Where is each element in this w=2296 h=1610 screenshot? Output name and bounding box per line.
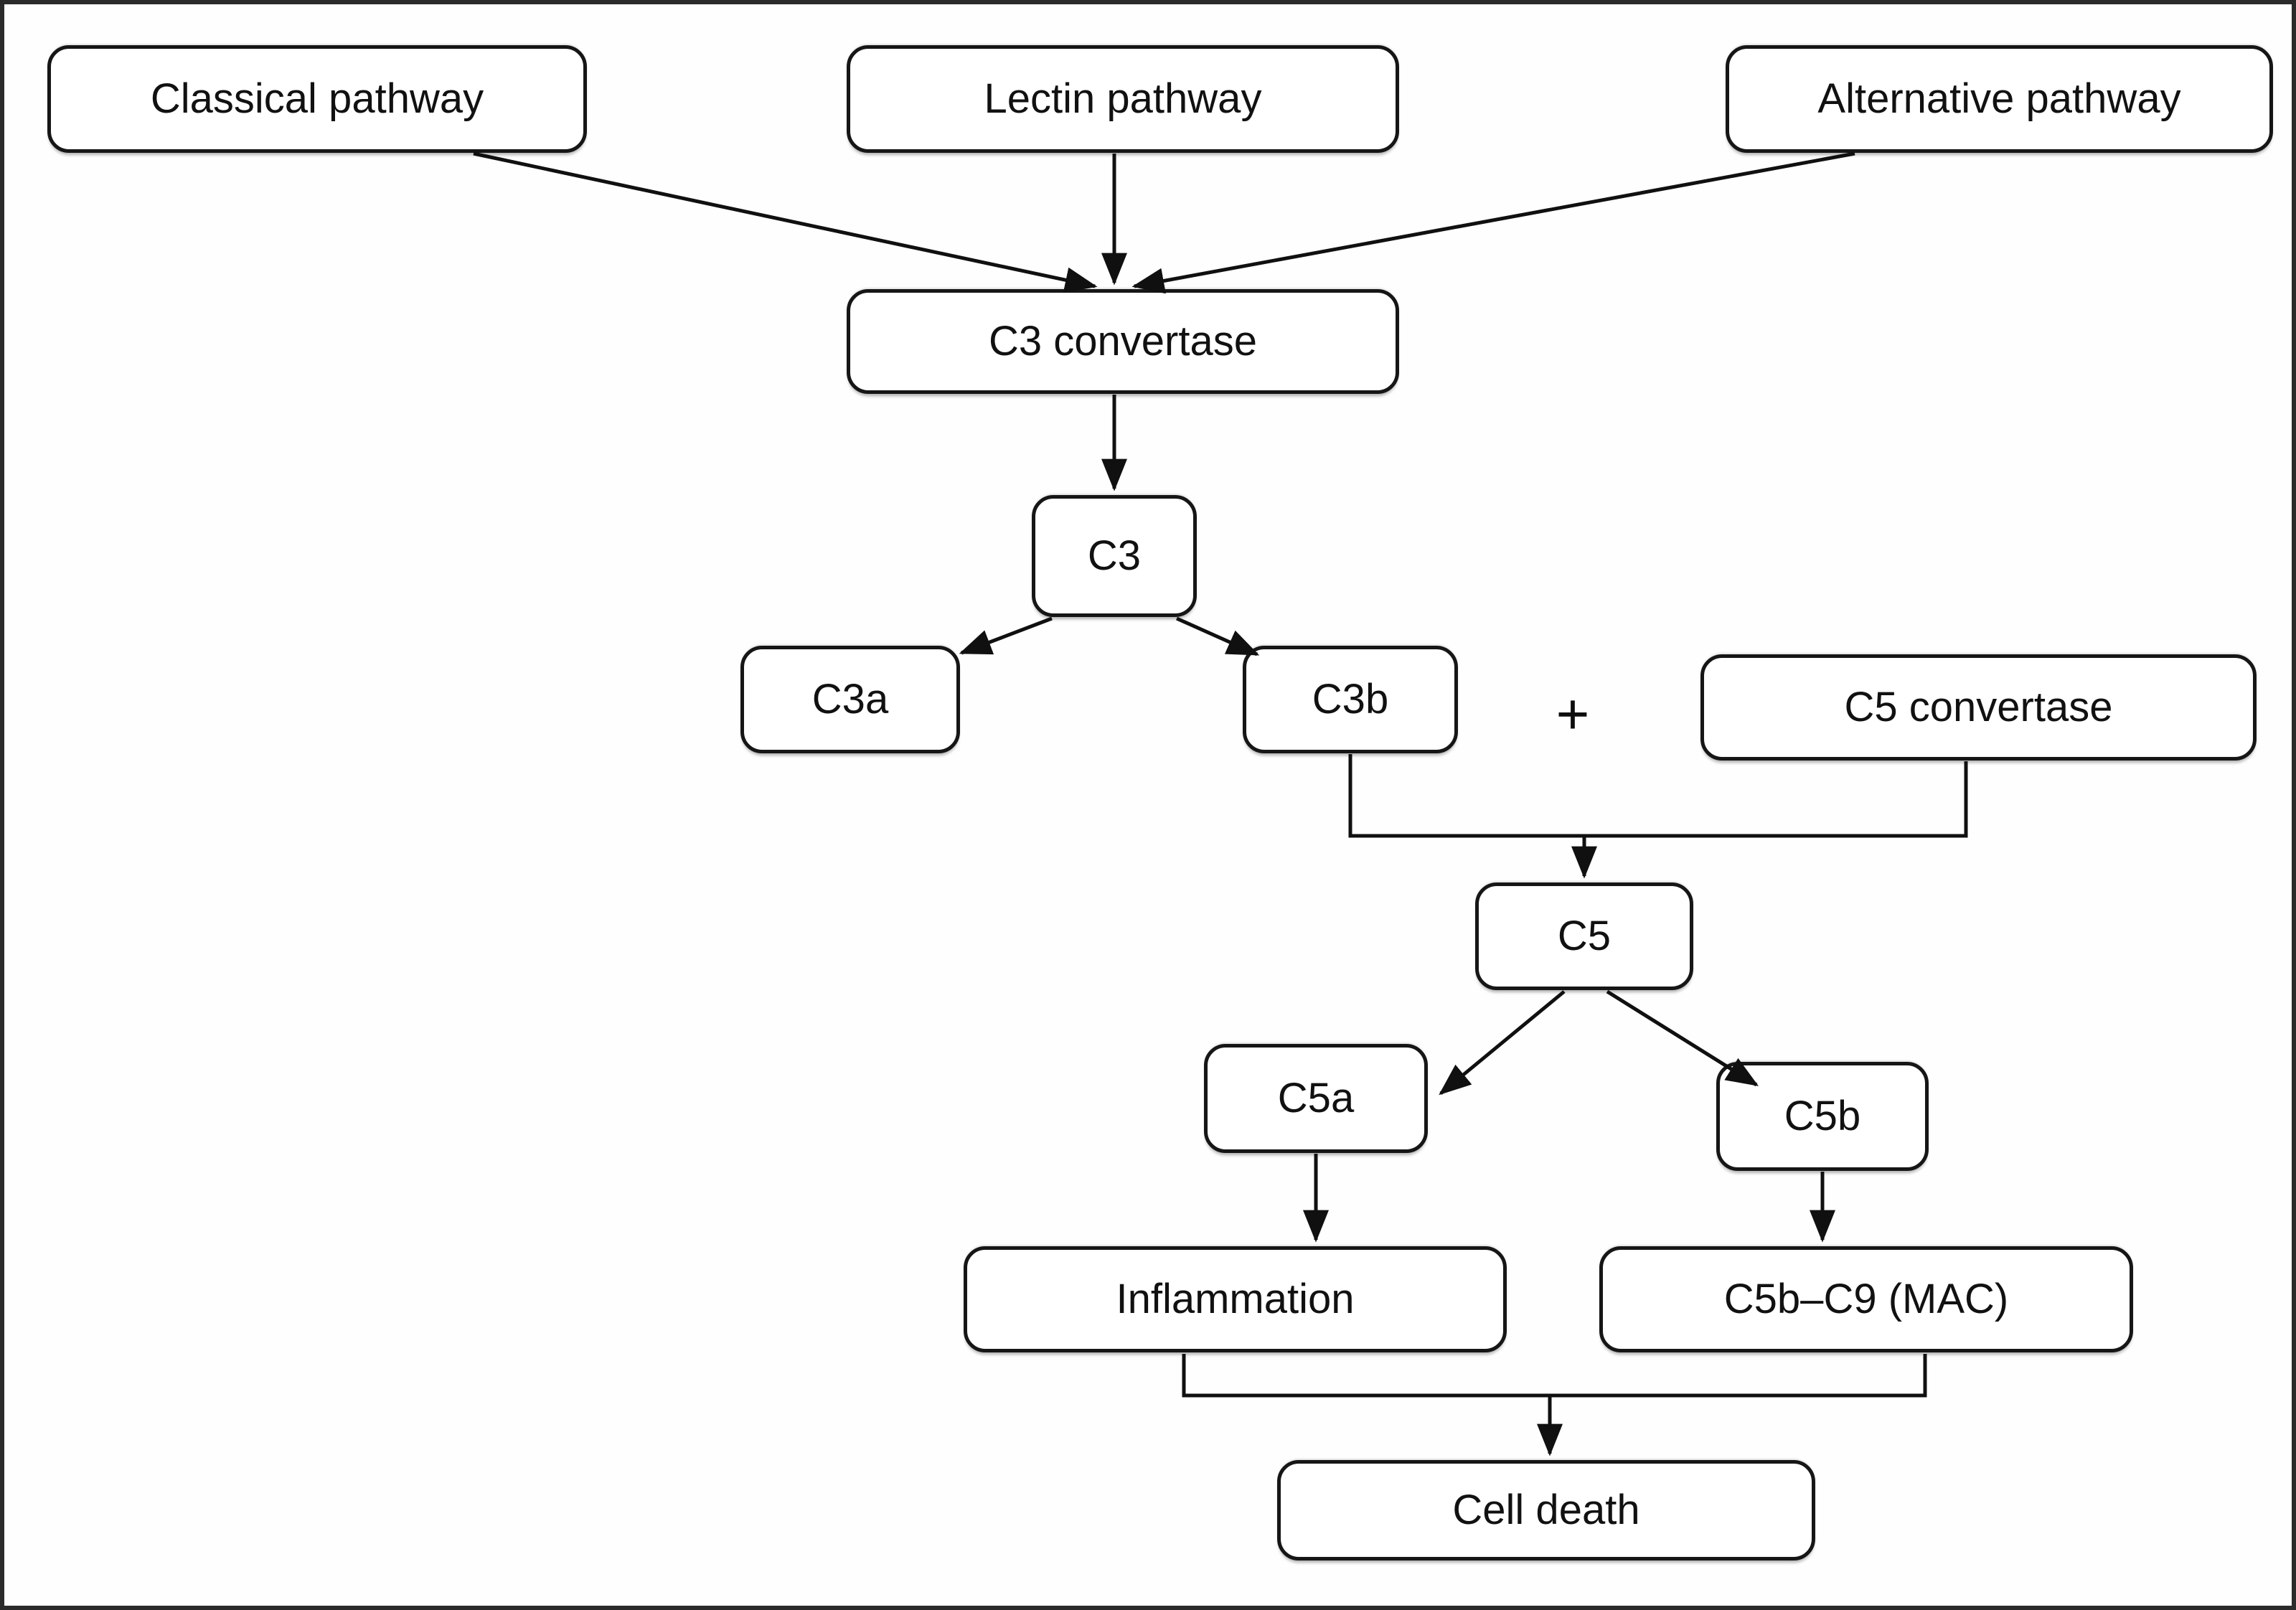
node-label-c3: C3: [1087, 532, 1142, 580]
node-cell-death: Cell death: [1277, 1460, 1815, 1560]
edge-classical-to-c3convertase: [473, 151, 1098, 293]
node-classical-pathway: Classical pathway: [47, 45, 587, 153]
node-label-c3-convertase: C3 convertase: [989, 318, 1257, 365]
node-c5b-c9-mac: C5b–C9 (MAC): [1599, 1246, 2133, 1352]
edge-alternative-to-c3convertase: [1131, 151, 1855, 294]
node-c3b: C3b: [1243, 646, 1458, 753]
node-label-c3a: C3a: [811, 676, 889, 723]
node-label-inflammation: Inflammation: [1116, 1276, 1355, 1323]
node-alternative-pathway: Alternative pathway: [1726, 45, 2273, 153]
node-label-alternative-pathway: Alternative pathway: [1817, 75, 2181, 123]
edge-c3b-c5convertase-merge: [1348, 754, 1968, 838]
node-c5-convertase: C5 convertase: [1700, 654, 2257, 761]
edge-inflammation-mac-merge: [1182, 1354, 1927, 1398]
node-label-c5b-c9-mac: C5b–C9 (MAC): [1723, 1276, 2009, 1323]
edge-c3-to-c3b: [1175, 616, 1260, 656]
node-label-lectin-pathway: Lectin pathway: [984, 75, 1262, 123]
node-label-classical-pathway: Classical pathway: [150, 75, 484, 123]
node-inflammation: Inflammation: [964, 1246, 1507, 1352]
node-c5b: C5b: [1716, 1062, 1929, 1171]
node-label-c5a: C5a: [1277, 1075, 1355, 1122]
node-label-c5: C5: [1557, 913, 1612, 960]
node-c5: C5: [1475, 882, 1693, 990]
node-c3: C3: [1032, 495, 1197, 617]
node-c5a: C5a: [1204, 1044, 1428, 1153]
node-c3a: C3a: [740, 646, 960, 753]
node-label-c3b: C3b: [1312, 676, 1389, 723]
edge-c5-to-c5a: [1439, 990, 1566, 1096]
node-label-c5b: C5b: [1784, 1093, 1861, 1140]
plus-operator: +: [1556, 682, 1590, 746]
node-label-c5-convertase: C5 convertase: [1844, 684, 2113, 731]
edge-c3-to-c3a: [959, 616, 1053, 655]
node-c3-convertase: C3 convertase: [847, 289, 1399, 394]
node-label-cell-death: Cell death: [1452, 1487, 1640, 1534]
node-lectin-pathway: Lectin pathway: [847, 45, 1399, 153]
